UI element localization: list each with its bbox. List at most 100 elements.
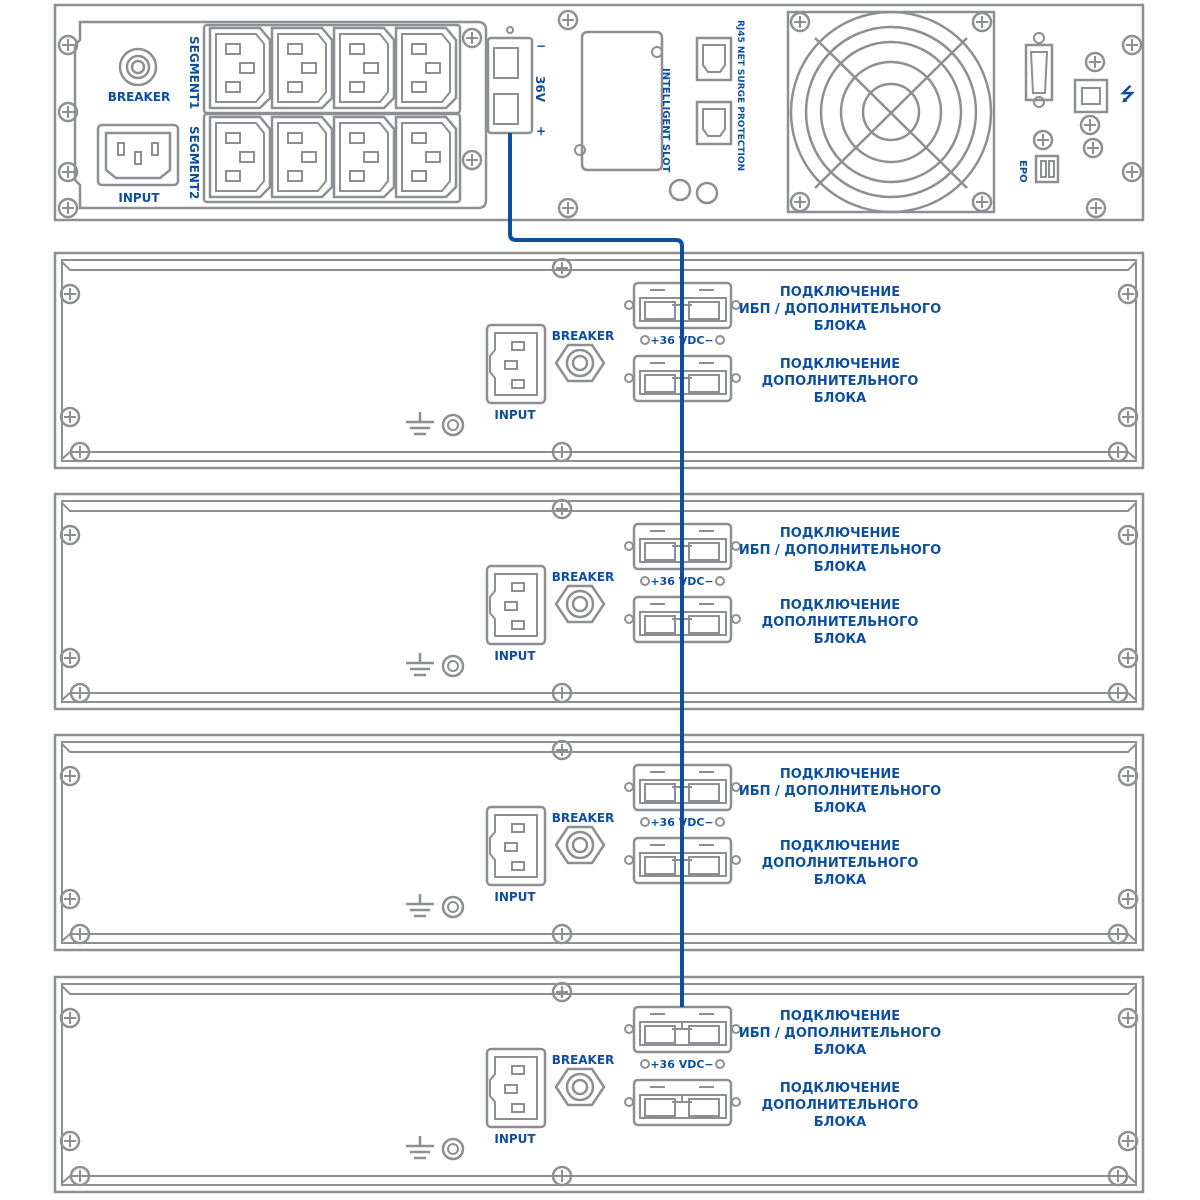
breaker-icon (554, 343, 606, 383)
port2-label-line: БЛОКА (814, 873, 866, 888)
iec-outlet-icon (270, 115, 334, 199)
rj45-label: RJ45 NET SURGE PROTECTION (735, 20, 745, 171)
screw-icon (1085, 197, 1107, 219)
battery-port[interactable] (486, 26, 534, 135)
screw-icon (1079, 114, 1101, 136)
screw-icon (57, 101, 79, 123)
epo-switch[interactable] (1034, 154, 1060, 184)
screw-icon (59, 1007, 81, 1029)
ground-screw-icon (668, 178, 719, 205)
port2-label-line: ПОДКЛЮЧЕНИЕ (780, 598, 900, 613)
input-socket-icon (96, 123, 180, 187)
port2-label-line: ДОПОЛНИТЕЛЬНОГО (762, 1098, 919, 1113)
ground-icon (406, 412, 465, 437)
port2-label-line: ДОПОЛНИТЕЛЬНОГО (762, 856, 919, 871)
fan-icon (786, 10, 996, 214)
input-label: INPUT (494, 408, 536, 422)
segment2-label: SEGMENT2 (187, 126, 201, 199)
port2-label-line: БЛОКА (814, 391, 866, 406)
anderson-connector-ups[interactable] (624, 1005, 741, 1054)
screw-icon (69, 441, 91, 463)
screw-icon (69, 923, 91, 945)
input-label: INPUT (494, 1132, 536, 1146)
screw-icon (557, 9, 579, 31)
epo-db9-port[interactable] (1024, 32, 1054, 108)
ups-rear-panel: BREAKER INPUT SEGMENT1 SEGMENT2 − 36V + … (53, 3, 1145, 222)
screw-icon (59, 765, 81, 787)
port1-label-line: ПОДКЛЮЧЕНИЕ (780, 1009, 900, 1024)
screw-icon (1121, 34, 1143, 56)
breaker-label: BREAKER (552, 329, 615, 343)
ground-icon (406, 653, 465, 678)
rj45-port-out[interactable] (695, 100, 733, 146)
iec-outlet-icon (332, 115, 396, 199)
breaker-label: BREAKER (552, 811, 615, 825)
port1-label-line: ИБП / ДОПОЛНИТЕЛЬНОГО (739, 543, 941, 558)
usb-icon: ⭍ (1120, 84, 1135, 105)
screw-icon (551, 682, 573, 704)
epo-label: EPO (1017, 160, 1028, 183)
port2-label-line: БЛОКА (814, 632, 866, 647)
port1-label-line: БЛОКА (814, 801, 866, 816)
input-label: INPUT (494, 890, 536, 904)
screw-icon (551, 981, 573, 1003)
intelligent-slot[interactable] (574, 30, 664, 172)
screw-icon (1117, 283, 1139, 305)
port1-label-line: ИБП / ДОПОЛНИТЕЛЬНОГО (739, 784, 941, 799)
breaker-icon (554, 1067, 606, 1107)
breaker-label: BREAKER (108, 90, 171, 104)
port1-label-line: ПОДКЛЮЧЕНИЕ (780, 767, 900, 782)
port2-label-line: ДОПОЛНИТЕЛЬНОГО (762, 615, 919, 630)
screw-icon (789, 191, 811, 213)
port1-label-line: БЛОКА (814, 1043, 866, 1058)
breaker-label: BREAKER (552, 570, 615, 584)
screw-icon (57, 34, 79, 56)
battery-port-minus: − (536, 39, 546, 53)
iec-outlet-icon (394, 115, 458, 199)
breaker-icon (554, 825, 606, 865)
port1-label-line: БЛОКА (814, 319, 866, 334)
screw-icon (59, 283, 81, 305)
ups-screws (57, 9, 1143, 219)
screw-icon (57, 161, 79, 183)
input-socket-icon (485, 805, 547, 887)
screw-icon (971, 191, 993, 213)
screw-icon (971, 11, 993, 33)
screw-icon (59, 1130, 81, 1152)
battery-port-voltage: 36V (533, 76, 547, 103)
intelligent-slot-label: INTELLIGENT SLOT (660, 68, 671, 173)
port1-label-line: ИБП / ДОПОЛНИТЕЛЬНОГО (739, 302, 941, 317)
screw-icon (1121, 161, 1143, 183)
vdc-label: +36 VDC− (650, 1058, 713, 1071)
screw-icon (551, 498, 573, 520)
anderson-connector-extra[interactable] (624, 1078, 741, 1127)
port2-label-line: ДОПОЛНИТЕЛЬНОГО (762, 374, 919, 389)
screw-icon (69, 682, 91, 704)
port2-label-line: БЛОКА (814, 1115, 866, 1130)
screw-icon (789, 11, 811, 33)
screw-icon (59, 888, 81, 910)
screw-icon (1117, 888, 1139, 910)
screw-icon (59, 524, 81, 546)
screw-icon (551, 1165, 573, 1187)
port2-label-line: ПОДКЛЮЧЕНИЕ (780, 839, 900, 854)
screw-icon (551, 441, 573, 463)
rj45-port-in[interactable] (695, 36, 733, 82)
input-socket-icon (485, 564, 547, 646)
screw-icon (1107, 682, 1129, 704)
iec-outlet-icon (208, 26, 272, 110)
port2-label-line: ПОДКЛЮЧЕНИЕ (780, 357, 900, 372)
screw-icon (551, 739, 573, 761)
screw-icon (59, 406, 81, 428)
breaker-icon (554, 584, 606, 624)
breaker-icon (118, 47, 158, 87)
screw-icon (551, 923, 573, 945)
battery-packs: BREAKER INPUT +36 VDC− ПОДКЛЮЧЕНИЕ ИБП / ДОП… (53, 251, 1145, 1194)
usb-port[interactable] (1073, 78, 1109, 114)
screw-icon (1117, 765, 1139, 787)
